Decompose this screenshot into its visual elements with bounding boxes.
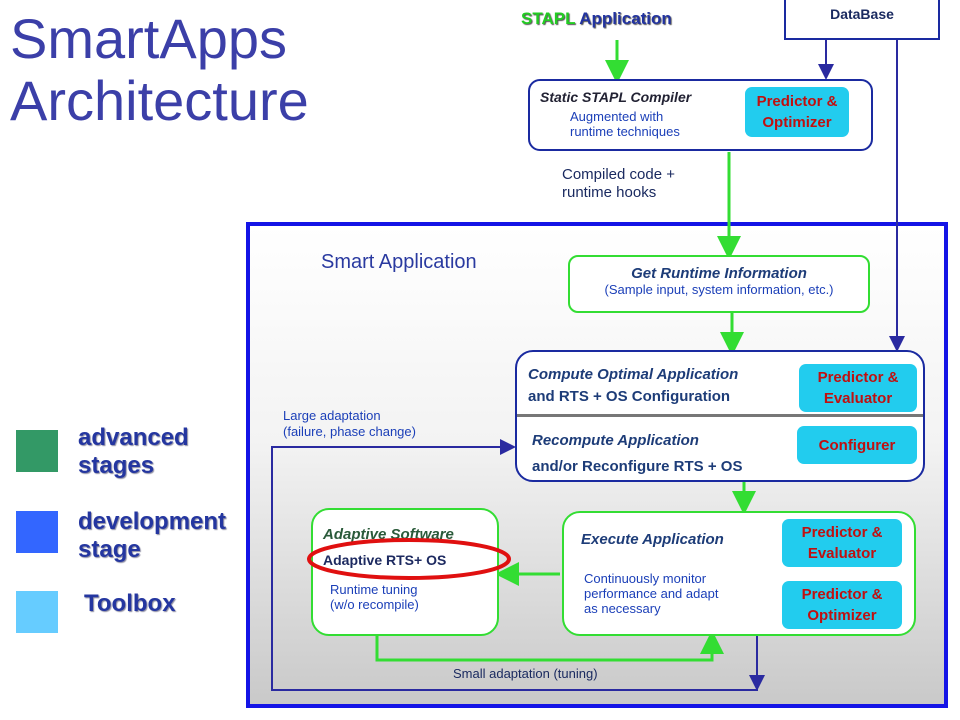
legend-development-line1: development: [78, 508, 227, 535]
execute-predictor-evaluator-badge: Predictor & Evaluator: [782, 519, 902, 567]
execute-note-line1: Continuously monitor: [584, 571, 707, 586]
badge-line2: Optimizer: [762, 114, 832, 131]
badge-line2: Evaluator: [823, 390, 893, 407]
arrow-small-adaptation-loop: [375, 630, 724, 662]
recompute-title: Recompute Application and/or Reconfigure…: [532, 428, 742, 480]
stapl-prefix: STAPL: [521, 9, 576, 28]
adaptive-software-box: Adaptive Software Adaptive RTS+ OS Runti…: [311, 508, 499, 636]
database-label: DataBase: [830, 6, 894, 22]
adaptive-note-line1: Runtime tuning: [330, 582, 418, 597]
compute-title-line2: and RTS + OS Configuration: [528, 388, 731, 405]
badge-line2: Evaluator: [807, 545, 877, 562]
compiled-code-line2: runtime hooks: [562, 184, 657, 201]
legend-toolbox: Toolbox: [84, 590, 176, 617]
adaptive-software-note: Runtime tuning (w/o recompile): [330, 582, 419, 612]
legend-swatch-development: [16, 511, 58, 553]
predictor-optimizer-badge: Predictor & Optimizer: [745, 87, 849, 137]
legend-development: development stage: [78, 508, 226, 564]
recompute-line1: Recompute Application: [532, 432, 699, 449]
smart-application-label: Smart Application: [321, 251, 477, 273]
highlight-ellipse: [307, 538, 511, 580]
get-runtime-title: Get Runtime Information: [631, 265, 807, 282]
stapl-application-label: STAPL Application: [521, 9, 672, 29]
legend-swatch-advanced: [16, 430, 58, 472]
adaptive-rts-label: Adaptive RTS+ OS: [323, 552, 447, 568]
static-compiler-box: Static STAPL Compiler Augmented with run…: [528, 79, 873, 151]
compute-title-line1: Compute Optimal Application: [528, 366, 739, 383]
static-compiler-note-line1: Augmented with: [570, 109, 664, 124]
legend-development-line2: stage: [78, 536, 141, 563]
compute-divider: [517, 414, 923, 417]
execute-note: Continuously monitor performance and ada…: [584, 571, 718, 616]
configurer-badge: Configurer: [797, 426, 917, 464]
legend-advanced-line2: stages: [78, 452, 155, 479]
predictor-evaluator-badge: Predictor & Evaluator: [799, 364, 917, 412]
legend-advanced-line1: advanced: [78, 424, 189, 451]
small-adaptation-label: Small adaptation (tuning): [453, 666, 598, 681]
large-adaptation-label: Large adaptation (failure, phase change): [283, 408, 416, 440]
page-title: SmartApps Architecture: [10, 8, 309, 132]
execute-application-box: Execute Application Continuously monitor…: [562, 511, 916, 636]
badge-line1: Predictor &: [756, 93, 838, 110]
compute-optimal-title: Compute Optimal Application and RTS + OS…: [528, 364, 738, 408]
get-runtime-box: Get Runtime Information (Sample input, s…: [568, 255, 870, 313]
title-line1: SmartApps: [10, 7, 287, 70]
stapl-suffix: Application: [579, 9, 672, 28]
execute-title: Execute Application: [581, 531, 724, 548]
badge-line1: Predictor &: [801, 524, 883, 541]
execute-note-line3: as necessary: [584, 601, 661, 616]
large-adaptation-line1: Large adaptation: [283, 408, 381, 423]
execute-note-line2: performance and adapt: [584, 586, 719, 601]
recompute-line2: and/or Reconfigure RTS + OS: [532, 458, 743, 475]
compiled-code-label: Compiled code + runtime hooks: [562, 166, 675, 202]
badge-line1: Predictor &: [801, 586, 883, 603]
database-box: DataBase: [784, 0, 940, 40]
static-compiler-note: Augmented with runtime techniques: [570, 109, 680, 139]
compiled-code-line1: Compiled code +: [562, 166, 675, 183]
legend-swatch-toolbox: [16, 591, 58, 633]
badge-line2: Optimizer: [807, 607, 877, 624]
adaptive-note-line2: (w/o recompile): [330, 597, 419, 612]
large-adaptation-line2: (failure, phase change): [283, 424, 416, 439]
get-runtime-subtitle: (Sample input, system information, etc.): [604, 282, 834, 297]
legend-advanced: advanced stages: [78, 424, 189, 480]
static-compiler-title: Static STAPL Compiler: [540, 89, 692, 105]
execute-predictor-optimizer-badge: Predictor & Optimizer: [782, 581, 902, 629]
compute-optimal-box: Compute Optimal Application and RTS + OS…: [515, 350, 925, 482]
title-line2: Architecture: [10, 69, 309, 132]
static-compiler-note-line2: runtime techniques: [570, 124, 680, 139]
badge-line1: Predictor &: [817, 369, 899, 386]
